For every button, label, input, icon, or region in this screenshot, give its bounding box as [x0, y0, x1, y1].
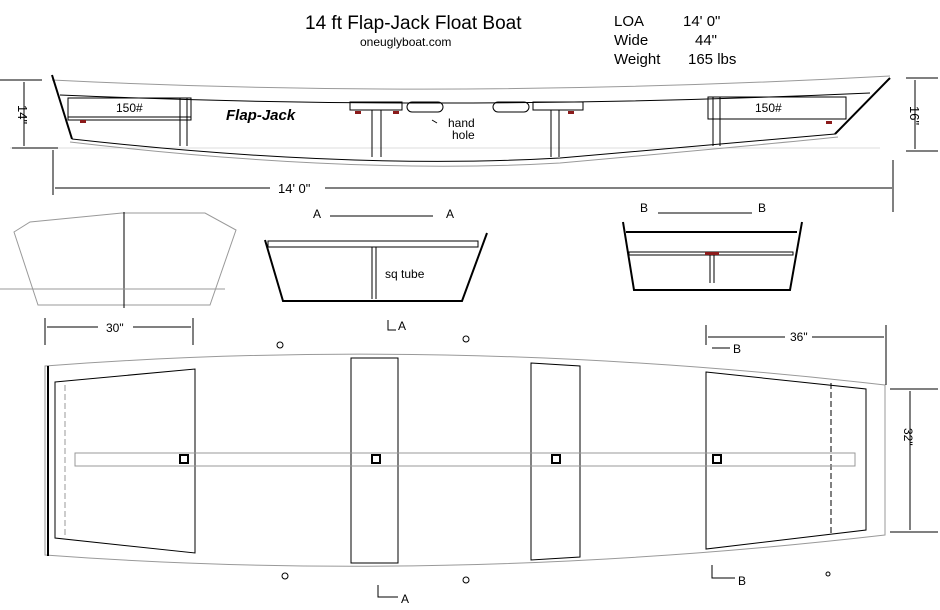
bottom-line — [71, 133, 836, 162]
section-b: B B — [622, 201, 803, 291]
seat — [350, 357, 399, 564]
hand-hole-label: hole — [452, 128, 475, 142]
center-tube — [74, 452, 856, 467]
stern-box-width-label: 30" — [106, 321, 124, 335]
boat-name-label: Flap-Jack — [226, 107, 296, 124]
seat — [530, 362, 581, 561]
hand-hole — [492, 101, 530, 113]
cut-a-bottom: A — [401, 592, 409, 606]
length-label: 14' 0" — [278, 181, 311, 196]
cut-a-top: A — [398, 319, 406, 333]
top-view: 30" 36" 32" A A B B — [44, 318, 938, 606]
seat — [349, 101, 403, 111]
stern-height-label: 14" — [15, 105, 30, 124]
bow-box-depth-label: 32" — [901, 428, 915, 446]
stern-float-box — [67, 97, 192, 121]
spec-value: 44" — [695, 32, 717, 49]
hand-hole — [406, 101, 444, 113]
spec-value: 14' 0" — [683, 13, 720, 30]
website-label: oneuglyboat.com — [360, 35, 451, 49]
bow-float — [705, 371, 867, 550]
spec-label: LOA — [614, 13, 644, 30]
seat — [267, 240, 479, 248]
seat — [532, 101, 584, 111]
spec-table: LOA 14' 0" Wide 44" Weight 165 lbs — [614, 13, 736, 68]
section-a: A A sq tube — [264, 207, 488, 302]
stern-box-label: 150# — [116, 101, 143, 115]
cut-b-top: B — [733, 342, 741, 356]
end-view — [0, 212, 237, 308]
section-b-right: B — [758, 201, 766, 215]
spec-label: Weight — [614, 51, 661, 68]
cut-b-bottom: B — [738, 574, 746, 588]
bow-box-width-label: 36" — [790, 330, 808, 344]
side-view: 150# 150# Flap-Jack hand hole 14" 16" 14… — [0, 74, 938, 212]
bow-stem — [834, 77, 891, 135]
section-a-left: A — [313, 207, 321, 221]
bow-float-box — [707, 96, 847, 120]
hand-hole-label: hand — [448, 116, 475, 130]
sq-tube-label: sq tube — [385, 267, 425, 281]
spec-label: Wide — [614, 32, 648, 49]
section-a-right: A — [446, 207, 454, 221]
drawing-title: 14 ft Flap-Jack Float Boat — [305, 13, 522, 34]
hull-outline — [44, 353, 886, 567]
section-b-left: B — [640, 201, 648, 215]
sheer-line — [51, 75, 891, 90]
spec-value: 165 lbs — [688, 51, 736, 68]
bow-box-label: 150# — [755, 101, 782, 115]
transom — [51, 74, 73, 140]
bow-height-label: 16" — [907, 106, 922, 125]
stern-float — [54, 368, 196, 554]
